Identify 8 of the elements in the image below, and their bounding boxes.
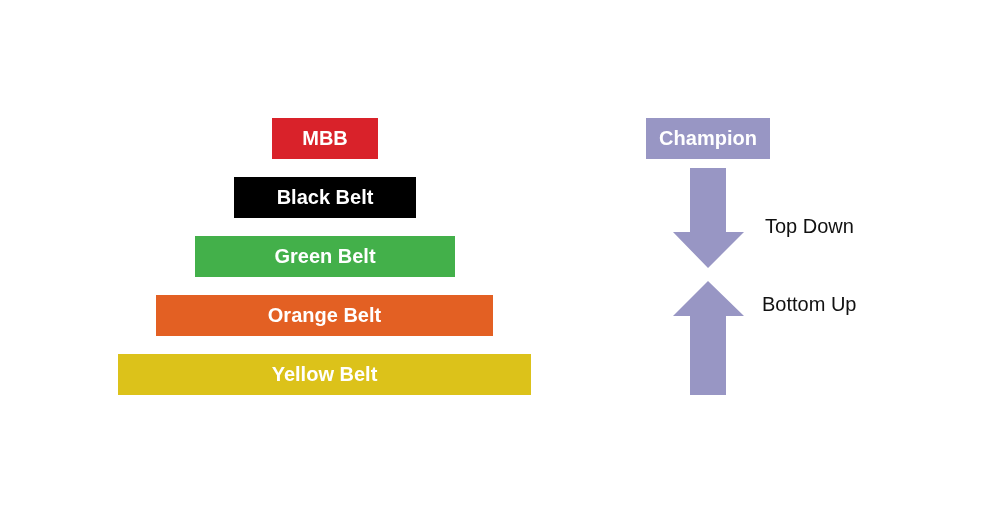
belt-bar: Black Belt <box>234 177 416 218</box>
direction-label: Top Down <box>765 215 854 238</box>
belt-bar: Yellow Belt <box>118 354 531 395</box>
belt-bar: Orange Belt <box>156 295 493 336</box>
direction-label: Bottom Up <box>762 293 857 316</box>
belt-bar: MBB <box>272 118 378 159</box>
role-box: Champion <box>646 118 770 159</box>
belt-bar: Green Belt <box>195 236 455 277</box>
